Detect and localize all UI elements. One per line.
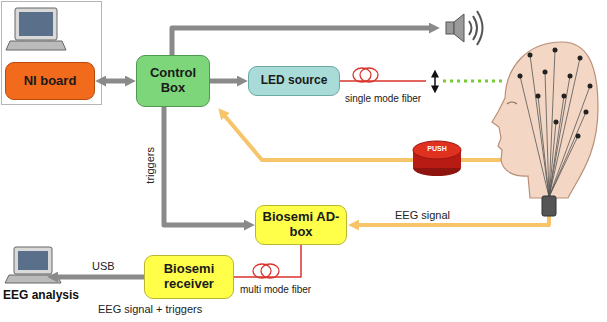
electrode-cable bbox=[542, 196, 556, 216]
fiber-coil bbox=[360, 68, 378, 82]
electrode-wire bbox=[520, 76, 549, 197]
electrode-wire bbox=[538, 96, 549, 197]
box-text: NI board bbox=[24, 74, 77, 89]
electrode bbox=[578, 56, 583, 61]
electrode-wire bbox=[549, 86, 590, 197]
signal-label: EEG signal + triggers bbox=[98, 303, 202, 316]
box-text: Biosemi receiver bbox=[150, 262, 228, 292]
signal-arrow bbox=[210, 79, 239, 84]
push-button bbox=[413, 141, 461, 159]
panel-frame bbox=[2, 2, 102, 105]
adjust-arrow bbox=[434, 76, 436, 87]
electrode bbox=[528, 53, 533, 58]
edge-label: triggers bbox=[144, 147, 157, 184]
laptop-display bbox=[18, 251, 48, 270]
button-label: PUSH bbox=[424, 145, 450, 153]
edge-label: multi mode fiber bbox=[240, 284, 311, 296]
electrode-wire bbox=[549, 136, 578, 197]
electrode bbox=[568, 74, 573, 79]
electrode bbox=[553, 48, 558, 53]
computer-label: EEG analysis bbox=[3, 289, 79, 303]
eye bbox=[507, 102, 517, 104]
laptop-display bbox=[19, 12, 53, 36]
signal-label: EEG signal bbox=[395, 209, 450, 222]
electrode bbox=[562, 94, 567, 99]
electrode bbox=[588, 84, 593, 89]
port-label: USB bbox=[92, 260, 115, 273]
eeg-signal-arrow bbox=[357, 216, 549, 225]
speaker-icon bbox=[446, 22, 454, 34]
amplifier-box: Biosemi AD-box bbox=[255, 205, 347, 245]
sound-wave bbox=[473, 16, 477, 40]
laptop-screen bbox=[15, 8, 57, 40]
laptop-base bbox=[5, 275, 61, 283]
box-text: Control Box bbox=[142, 66, 204, 96]
electrode-wire bbox=[530, 55, 549, 197]
sound-wave bbox=[477, 11, 483, 45]
fiber-coil bbox=[261, 264, 279, 278]
head bbox=[492, 42, 598, 198]
electrode bbox=[584, 110, 589, 115]
electrode bbox=[536, 94, 541, 99]
fiber-coil bbox=[253, 264, 271, 278]
signal-arrow bbox=[104, 79, 127, 84]
usb-arrow bbox=[56, 275, 145, 280]
laptop-base bbox=[6, 41, 66, 50]
box-text: LED source bbox=[261, 74, 328, 88]
single-mode-fiber bbox=[340, 80, 426, 82]
control-box: Control Box bbox=[136, 55, 210, 107]
electrode bbox=[543, 70, 548, 75]
speaker-icon bbox=[454, 14, 464, 42]
electrode-wire bbox=[549, 112, 586, 197]
electrode-wire bbox=[549, 58, 580, 197]
receiver-box: Biosemi receiver bbox=[144, 255, 234, 299]
box-text: Biosemi AD-box bbox=[261, 210, 341, 240]
electrode-wire bbox=[549, 76, 570, 197]
electrode-wire bbox=[549, 122, 556, 197]
electrode bbox=[518, 74, 523, 79]
light-beam bbox=[443, 80, 505, 83]
laptop-screen bbox=[14, 247, 52, 274]
board-box: NI board bbox=[5, 62, 95, 100]
electrode bbox=[576, 134, 581, 139]
source-box: LED source bbox=[248, 66, 340, 96]
sound-wave bbox=[469, 21, 472, 35]
signal-arrow bbox=[164, 107, 246, 225]
fiber-line bbox=[234, 245, 301, 277]
response-arrow bbox=[224, 115, 505, 160]
audio-arrow bbox=[172, 28, 431, 55]
electrode bbox=[554, 120, 559, 125]
fiber-label: single mode fiber bbox=[345, 93, 421, 105]
